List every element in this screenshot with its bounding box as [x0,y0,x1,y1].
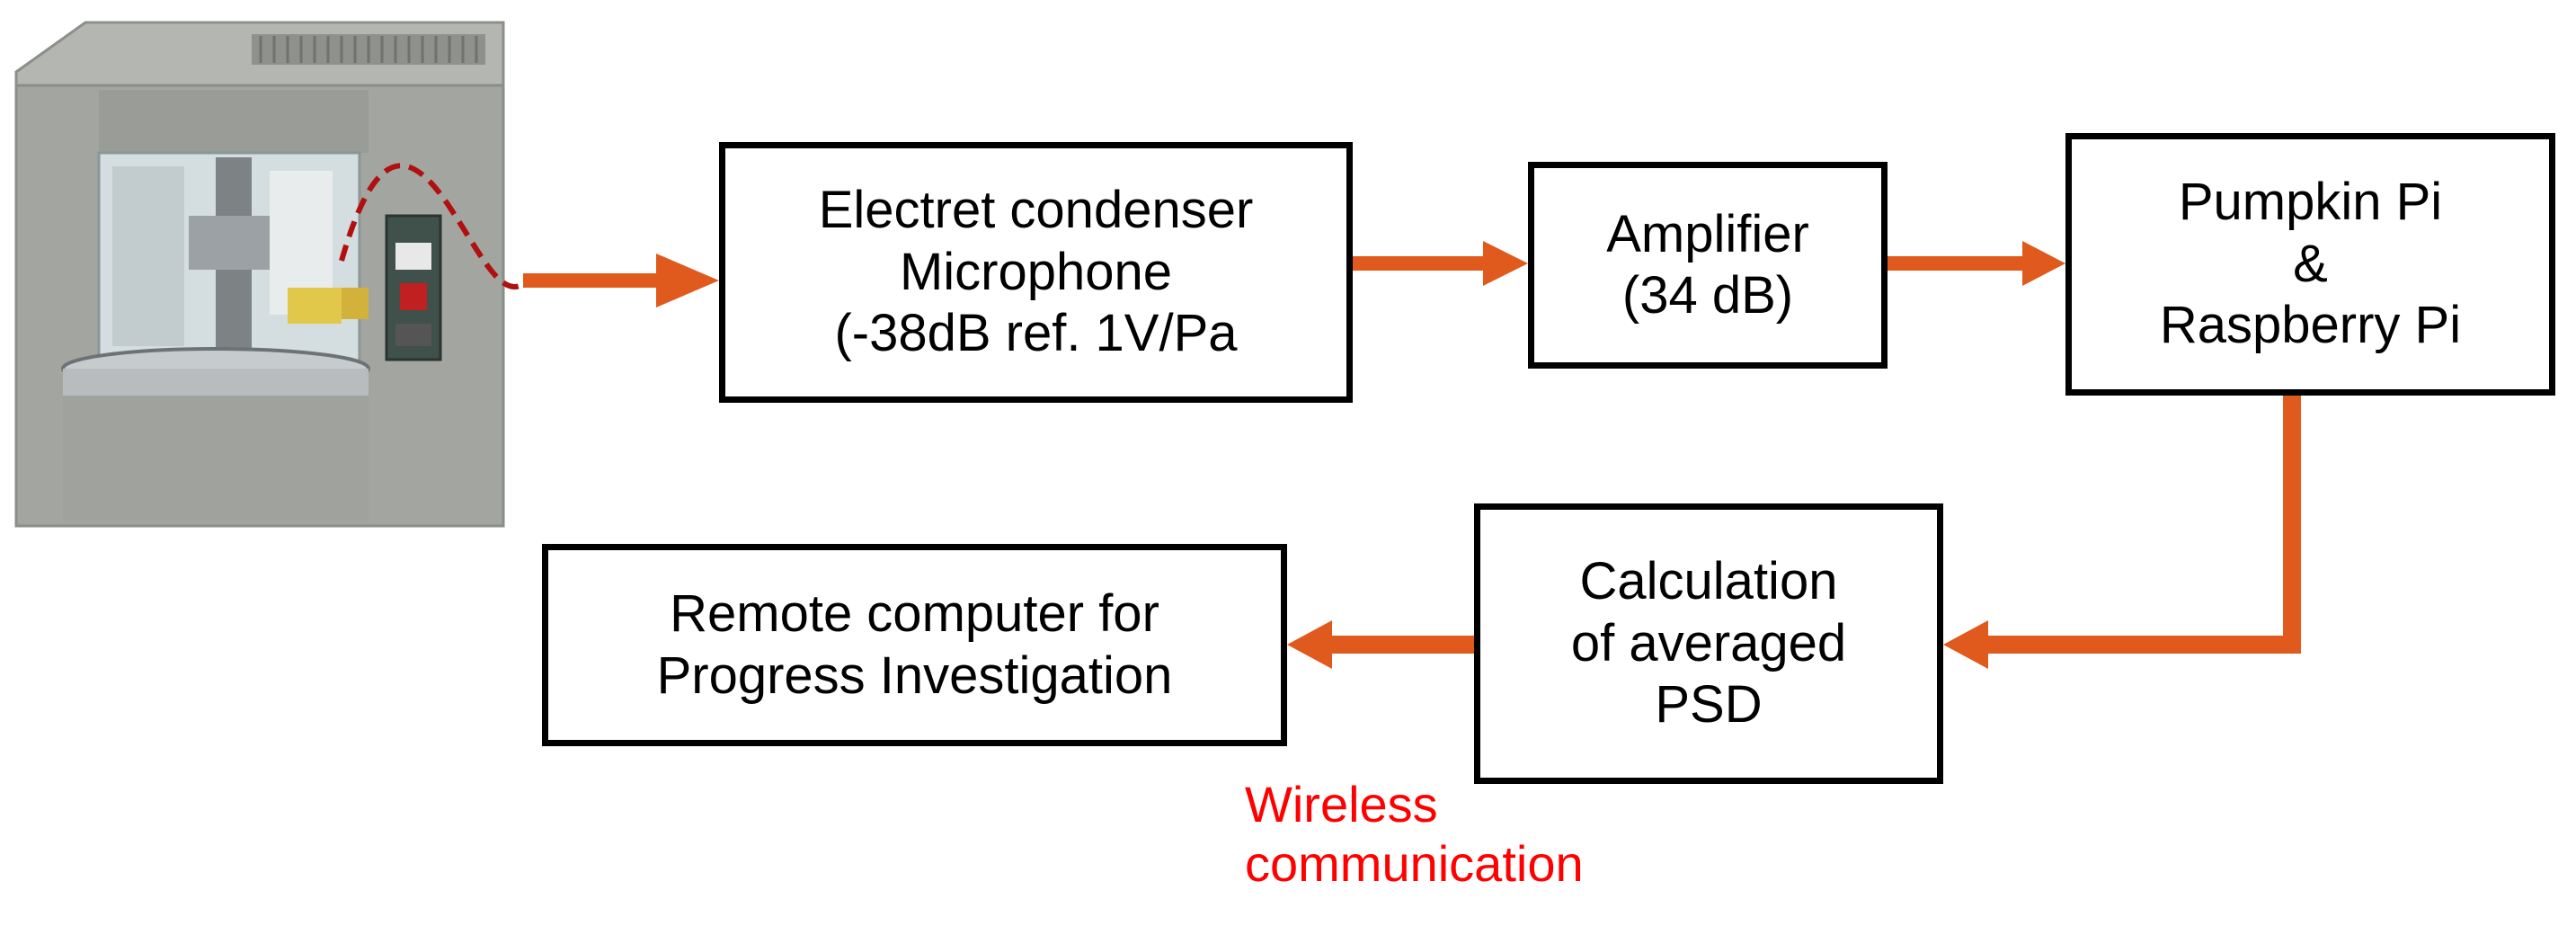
amplifier-box: Amplifier (34 dB) [1528,162,1888,369]
microphone-line-3: (-38dB ref. 1V/Pa [834,304,1238,363]
psd-line-3: PSD [1655,675,1763,735]
processor-line-2: & [2293,234,2328,293]
arrow-processor-to-psd [1943,396,2301,669]
wireless-line-2: communication [1245,834,1584,892]
remote-line-1: Remote computer for [670,584,1159,644]
psd-box: Calculation of averaged PSD [1474,503,1943,784]
arrow-psd-to-remote [1287,620,1474,669]
microphone-line-1: Electret condenser [818,181,1254,240]
wireless-communication-label: Wireless communication [1245,775,1584,893]
processor-box: Pumpkin Pi & Raspberry Pi [2065,133,2555,396]
amplifier-line-1: Amplifier [1606,204,1809,263]
arrow-microphone-to-amplifier [1353,241,1528,286]
amplifier-line-2: (34 dB) [1621,266,1794,325]
psd-line-1: Calculation [1579,552,1838,611]
arrow-machine-to-microphone [523,254,719,307]
psd-line-2: of averaged [1570,613,1847,672]
microphone-box: Electret condenser Microphone (-38dB ref… [719,142,1353,403]
remote-computer-box: Remote computer for Progress Investigati… [542,544,1287,746]
wireless-line-1: Wireless [1245,776,1438,833]
processor-line-3: Raspberry Pi [2159,296,2462,355]
arrow-amplifier-to-processor [1888,241,2065,286]
remote-line-2: Progress Investigation [656,646,1173,705]
processor-line-1: Pumpkin Pi [2178,173,2443,232]
microphone-line-2: Microphone [899,242,1173,301]
lab-machine-icon [14,21,533,528]
